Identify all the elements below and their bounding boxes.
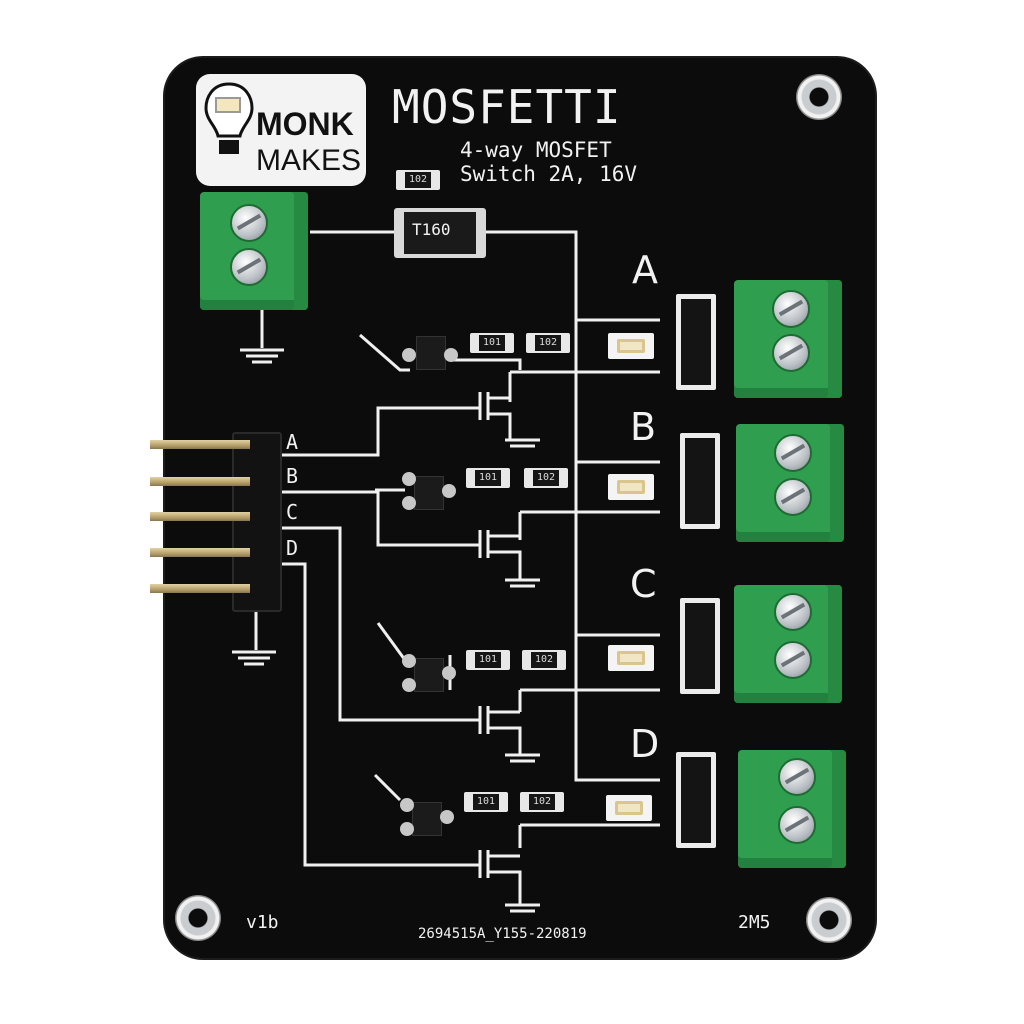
screw-icon[interactable]	[230, 204, 268, 242]
header-pin-5[interactable]	[150, 584, 250, 593]
ground-symbol-icon	[232, 348, 540, 913]
mosfet-package-d	[398, 792, 454, 844]
mosfet-package-a	[402, 326, 458, 378]
monkmakes-logo: MONK MAKES	[196, 74, 366, 186]
header-label-c: C	[286, 500, 299, 524]
resistor: 101	[470, 333, 514, 353]
screw-icon[interactable]	[230, 248, 268, 286]
pin-header[interactable]	[232, 432, 282, 612]
header-pin-3[interactable]	[150, 512, 250, 521]
output-terminal-a[interactable]	[734, 280, 842, 398]
screw-icon[interactable]	[778, 758, 816, 796]
fuse: T160	[394, 208, 486, 258]
board-subtitle-1: 4-way MOSFET	[460, 138, 612, 162]
led-d	[606, 795, 652, 821]
led-c	[608, 645, 654, 671]
resistor: 102	[524, 468, 568, 488]
board-title: MOSFETTI	[392, 80, 622, 134]
channel-label-c: C	[630, 562, 657, 606]
screw-icon[interactable]	[774, 593, 812, 631]
resistor: 102	[520, 792, 564, 812]
fuse-label: T160	[412, 220, 451, 239]
resistor: 101	[464, 792, 508, 812]
resistor: 102	[522, 650, 566, 670]
header-label-d: D	[286, 536, 299, 560]
header-pin-1[interactable]	[150, 440, 250, 449]
board-code-label: 2M5	[738, 912, 771, 933]
output-terminal-c[interactable]	[734, 585, 842, 703]
logo-monk: MONK	[256, 106, 354, 142]
diode-b	[680, 433, 720, 529]
diode-a	[676, 294, 716, 390]
mounting-hole-bottom-right	[806, 897, 852, 943]
led-a	[608, 333, 654, 359]
logo-makes: MAKES	[256, 144, 362, 177]
header-pin-4[interactable]	[150, 548, 250, 557]
mounting-hole-top-right	[796, 74, 842, 120]
resistor: 101	[466, 468, 510, 488]
mounting-hole-bottom-left	[175, 895, 221, 941]
mosfet-package-c	[400, 648, 456, 700]
resistor: 102	[396, 170, 440, 190]
output-terminal-b[interactable]	[736, 424, 844, 542]
board-subtitle-2: Switch 2A, 16V	[460, 162, 638, 186]
serial-label: 2694515A_Y155-220819	[418, 926, 587, 942]
channel-label-b: B	[630, 405, 657, 449]
screw-icon[interactable]	[774, 434, 812, 472]
resistor: 102	[526, 333, 570, 353]
version-label: v1b	[246, 912, 279, 933]
led-b	[608, 474, 654, 500]
screw-icon[interactable]	[778, 806, 816, 844]
output-terminal-d[interactable]	[738, 750, 846, 868]
screw-icon[interactable]	[772, 334, 810, 372]
diode-c	[680, 598, 720, 694]
channel-label-d: D	[630, 722, 660, 766]
lightbulb-icon	[204, 82, 254, 154]
mosfet-symbol-icon	[478, 392, 522, 905]
screw-icon[interactable]	[774, 478, 812, 516]
diode-d	[676, 752, 716, 848]
header-pin-2[interactable]	[150, 477, 250, 486]
screw-icon[interactable]	[772, 290, 810, 328]
screw-icon[interactable]	[774, 641, 812, 679]
resistor: 101	[466, 650, 510, 670]
header-label-b: B	[286, 464, 299, 488]
mosfet-package-b	[400, 466, 456, 518]
power-input-terminal[interactable]	[200, 192, 308, 310]
header-label-a: A	[286, 430, 299, 454]
channel-label-a: A	[632, 248, 658, 292]
